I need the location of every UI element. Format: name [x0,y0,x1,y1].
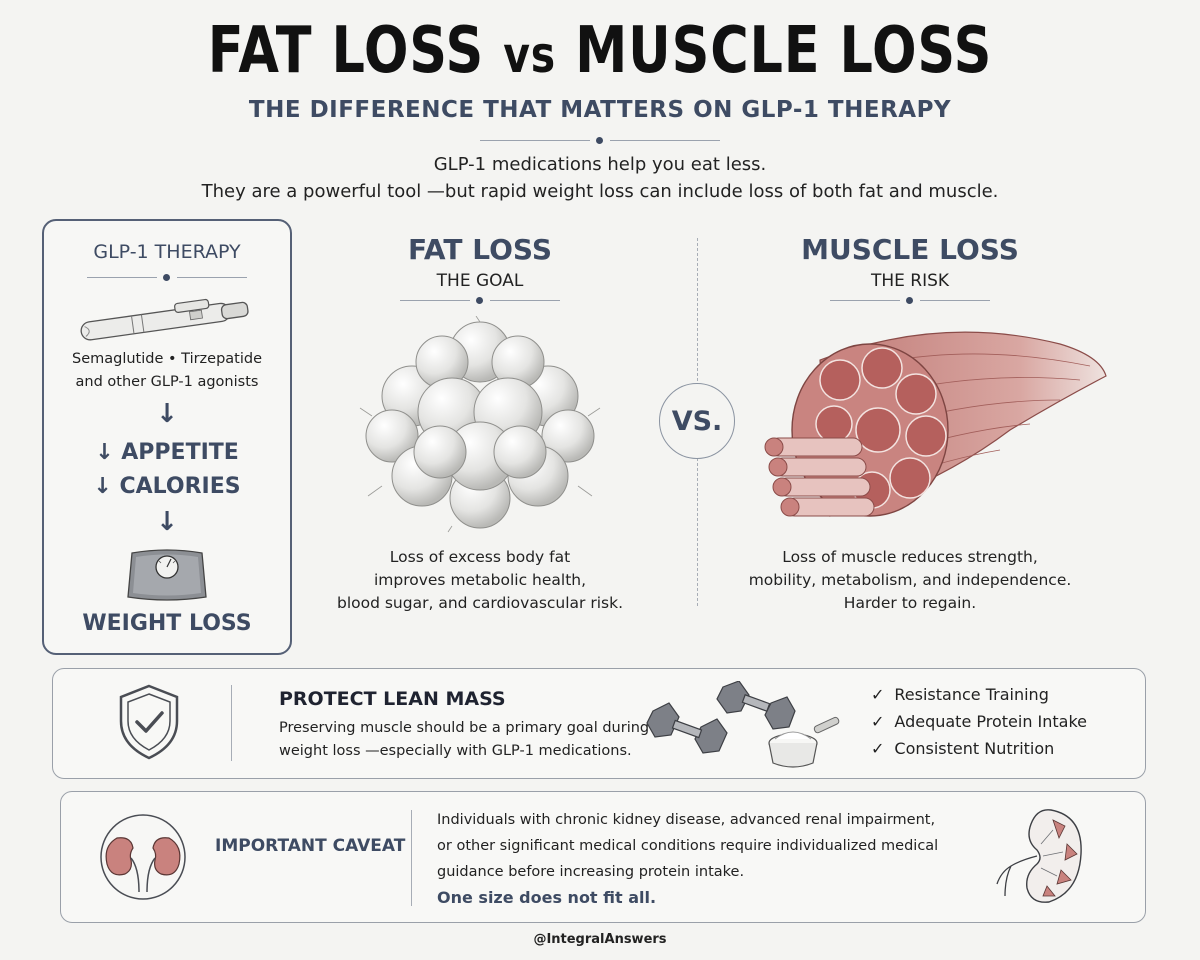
caveat-title: IMPORTANT CAVEAT [215,836,406,856]
muscle-loss-desc-line-2: mobility, metabolism, and independence. [748,571,1072,589]
intro-line-1: GLP-1 medications help you eat less. [433,154,767,175]
check-item-consistent-nutrition: ✓Consistent Nutrition [871,739,1055,758]
protect-title: PROTECT LEAN MASS [279,688,506,710]
muscle-loss-subtitle: THE RISK [870,271,950,291]
title-fat-loss: FAT LOSS [207,14,504,88]
effect-appetite: ↓ APPETITE [95,440,239,465]
important-caveat-panel: IMPORTANT CAVEAT Individuals with chroni… [60,791,1146,923]
check-item-protein-intake: ✓Adequate Protein Intake [871,712,1088,731]
muscle-loss-desc-line-1: Loss of muscle reduces strength, [782,548,1038,566]
checkmark-icon: ✓ [871,739,885,758]
down-arrow-icon: ↓ [156,399,178,429]
injection-pen-icon [80,298,249,341]
caveat-emphasis: One size does not fit all. [437,888,657,907]
result-weight-loss: WEIGHT LOSS [82,611,252,636]
kidneys-icon [100,814,186,900]
muscle-fibers-icon [764,331,1107,517]
shield-check-icon [119,684,179,760]
down-arrow-icon: ↓ [156,507,178,537]
checkmark-icon: ✓ [871,685,885,704]
muscle-loss-title: MUSCLE LOSS [801,233,1019,266]
caveat-text-line-2: or other significant medical conditions … [437,838,939,854]
checkmark-icon: ✓ [871,712,885,731]
fat-loss-desc-line-2: improves metabolic health, [373,571,587,589]
effect-calories: ↓ CALORIES [93,474,241,499]
muscle-loss-description: Loss of muscle reduces strength, mobilit… [730,546,1090,615]
kidney-cross-section-icon [996,809,1082,903]
panel-separator [231,685,232,761]
fat-loss-description: Loss of excess body fat improves metabol… [300,546,660,615]
fat-cells-icon [359,316,601,533]
muscle-loss-desc-line-3: Harder to regain. [843,594,977,612]
intro-line-2: They are a powerful tool —but rapid weig… [201,181,999,202]
protect-lean-mass-panel: PROTECT LEAN MASS Preserving muscle shou… [52,668,1146,779]
main-title: FAT LOSS vs MUSCLE LOSS [108,14,1092,88]
muscle-loss-ornament [820,294,1000,308]
subtitle: THE DIFFERENCE THAT MATTERS ON GLP-1 THE… [248,97,952,123]
title-muscle-loss: MUSCLE LOSS [556,14,993,88]
fat-loss-desc-line-1: Loss of excess body fat [389,548,571,566]
fat-loss-subtitle: THE GOAL [436,271,524,291]
check-item-resistance-training: ✓Resistance Training [871,685,1049,704]
dumbbells-protein-scoop-icon [646,681,840,768]
caveat-text-line-3: guidance before increasing protein intak… [437,864,745,880]
therapy-card-title: GLP-1 THERAPY [93,241,241,263]
fat-loss-desc-line-3: blood sugar, and cardiovascular risk. [336,594,624,612]
glp1-therapy-card: GLP-1 THERAPY Semaglutide • Tirzepatide … [42,219,292,655]
protect-text-line-2: weight loss —especially with GLP-1 medic… [279,743,632,759]
caveat-text-line-1: Individuals with chronic kidney disease,… [437,812,936,828]
protect-text-line-1: Preserving muscle should be a primary go… [279,720,650,736]
therapy-ornament [77,271,257,285]
footer-handle: @IntegralAnswers [533,932,667,947]
therapy-drugs-line-1: Semaglutide • Tirzepatide [71,351,263,367]
fat-loss-title: FAT LOSS [408,233,552,266]
versus-badge: VS. [659,383,735,459]
panel-separator [411,810,412,906]
title-vs: vs [503,26,557,84]
bathroom-scale-icon [127,549,207,601]
therapy-drugs-line-2: and other GLP-1 agonists [75,374,259,390]
fat-loss-ornament [390,294,570,308]
subtitle-ornament [470,134,730,148]
